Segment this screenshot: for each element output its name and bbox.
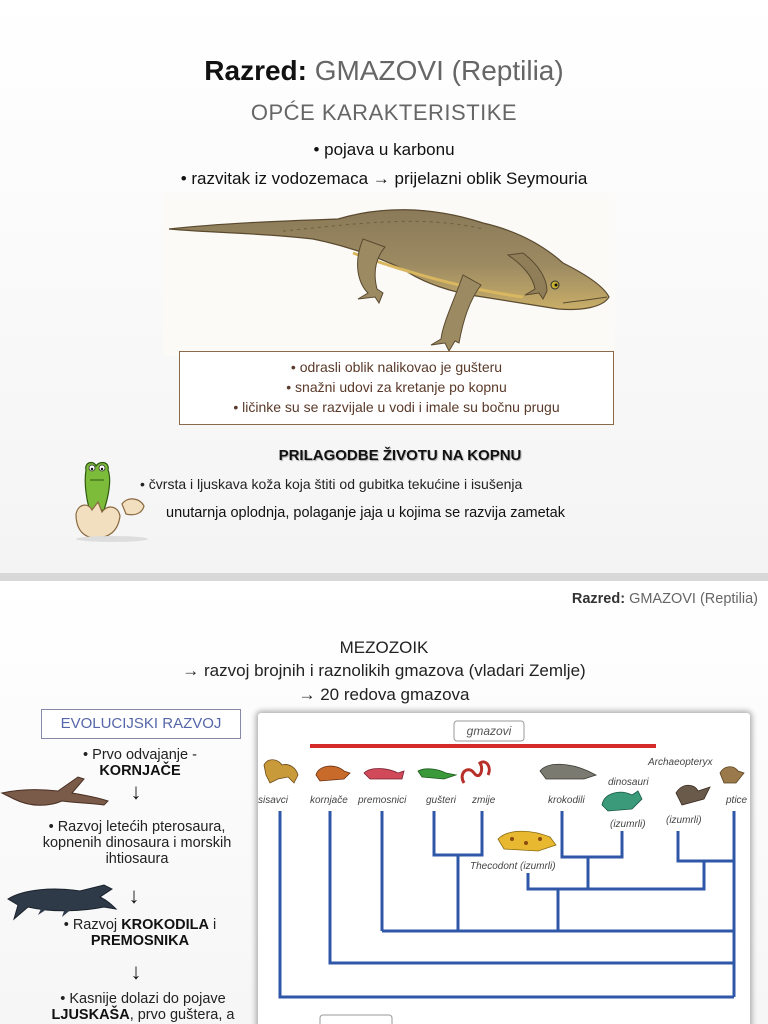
evo-step-pterosaurs: • Razvoj letećih pterosaura, kopnenih di… — [12, 819, 262, 867]
label-birds: ptice — [725, 795, 748, 806]
evo-step1-bold: KORNJAČE — [99, 763, 181, 779]
adaptations-heading: PRILAGODBE ŽIVOTU NA KOPNU — [278, 447, 522, 464]
era-title: MEZOZOIK — [339, 638, 429, 657]
evo-step1-text: • Prvo odvajanje - — [83, 747, 197, 763]
characteristic-lizard-like: • odrasli oblik nalikovao je gušteru — [290, 359, 503, 375]
evolution-heading-box: EVOLUCIJSKI RAZVOJ — [41, 709, 241, 739]
slide-title: Razred: GMAZOVI (Reptilia) — [0, 55, 768, 87]
label-dinosaurs: dinosauri — [608, 777, 649, 788]
era-line-orders: → 20 redova gmazova — [298, 685, 470, 704]
mammal-icon — [263, 759, 299, 784]
label-snakes: zmije — [471, 795, 496, 806]
label-dinosaurs-extinct: (izumrli) — [610, 819, 646, 830]
label-archaeopteryx-extinct: (izumrli) — [666, 815, 702, 826]
bullet-seymouria: • razvitak iz vodozemaca → prijelazni ob… — [180, 169, 588, 188]
adaptation-eggs: unutarnja oplodnja, polaganje jaja u koj… — [166, 505, 565, 521]
label-thecodont: Thecodont (izumrli) — [470, 861, 556, 872]
bullet-carboniferous: • pojava u karbonu — [313, 140, 455, 159]
label-archaeopteryx: Archaeopteryx — [647, 757, 713, 768]
turtle-icon — [315, 765, 351, 782]
archaeopteryx-icon — [675, 784, 711, 806]
characteristic-larvae: • ličinke su se razvijale u vodi i imale… — [233, 399, 560, 415]
evo-step-turtles: • Prvo odvajanje - KORNJAČE — [40, 747, 240, 779]
label-lizards: gušteri — [426, 795, 457, 806]
tree-animals — [263, 759, 745, 852]
characteristics-box: • odrasli oblik nalikovao je gušteru • s… — [179, 351, 614, 425]
tree-root-box — [453, 720, 525, 742]
tuatara-icon — [363, 768, 405, 780]
slide-subtitle: OPĆE KARAKTERISTIKE — [250, 100, 518, 125]
evo-step2-text-b: pterosaura, — [152, 819, 226, 835]
tree-root-label: gmazovi — [467, 724, 512, 738]
evo-step3-text: • Razvoj — [63, 917, 118, 933]
label-mammals: sisavci — [258, 795, 289, 806]
seymouria-illustration — [163, 193, 615, 356]
crocodile-icon — [539, 763, 598, 780]
evo-arrow-3: ↓ — [130, 959, 142, 984]
evo-step3-bold: KROKODILA — [121, 917, 209, 933]
evo-step2-line3: ihtiosaura — [105, 851, 169, 867]
label-crocodiles: krokodili — [548, 795, 585, 806]
slide-mesozoic-evolution: Razred: GMAZOVI (Reptilia) MEZOZOIK → ra… — [0, 581, 768, 1024]
evo-step3-bold-2: PREMOSNIKA — [90, 933, 190, 949]
evo-step2-line1: • Razvoj letećih pterosaura, — [12, 819, 262, 835]
evo-step3-and: i — [213, 917, 217, 933]
bird-icon — [719, 766, 745, 784]
evo-step4-line2: LJUSKAŠA, prvo guštera, a — [18, 1007, 268, 1023]
tree-ancestor-box — [319, 1014, 393, 1024]
label-turtles: kornjače — [310, 795, 348, 806]
evo-step4-bold: LJUSKAŠA — [51, 1007, 130, 1023]
evo-step-crocodiles: • Razvoj KROKODILA i PREMOSNIKA — [40, 917, 240, 949]
header-bold: Razred: — [571, 591, 626, 607]
hatching-crocodile-icon — [75, 461, 148, 542]
evo-step4-text: , prvo guštera, a — [129, 1007, 235, 1023]
evo-step3-line1: • Razvoj KROKODILA i — [40, 917, 240, 933]
title-rest: GMAZOVI (Reptilia) — [314, 55, 564, 86]
slide-general-characteristics: Razred: GMAZOVI (Reptilia) OPĆE KARAKTER… — [0, 0, 768, 573]
header-rest: GMAZOVI (Reptilia) — [629, 591, 758, 607]
snake-icon — [460, 760, 491, 784]
slide-header: Razred: GMAZOVI (Reptilia) — [572, 591, 758, 607]
adaptation-skin: • čvrsta i ljuskava koža koja štiti od g… — [140, 476, 523, 492]
phylogenetic-tree: gmazovi sisavci kornjače premosnici gušt… — [258, 713, 750, 1024]
evo-step2-text: • Razvoj letećih — [48, 819, 148, 835]
tree-branches — [278, 811, 736, 999]
slide-separator — [0, 573, 768, 581]
evo-step-squamates: • Kasnije dolazi do pojave LJUSKAŠA, prv… — [18, 991, 268, 1023]
label-tuataras: premosnici — [357, 795, 407, 806]
lizard-icon — [417, 768, 458, 780]
evo-step2-line2: kopnenih dinosaura i morskih — [42, 835, 232, 851]
dinosaur-icon — [601, 790, 643, 812]
evo-arrow-1: ↓ — [130, 779, 142, 804]
evo-arrow-2: ↓ — [128, 883, 140, 908]
thecodont-icon — [497, 830, 557, 852]
title-bold: Razred: — [204, 55, 307, 86]
era-line-rulers: → razvoj brojnih i raznolikih gmazova (v… — [182, 661, 586, 680]
evo-step4-line1: • Kasnije dolazi do pojave — [60, 991, 226, 1007]
ichthyosaur-icon — [7, 884, 118, 921]
characteristic-strong-limbs: • snažni udovi za kretanje po kopnu — [286, 379, 507, 395]
pterosaur-icon — [0, 776, 109, 806]
